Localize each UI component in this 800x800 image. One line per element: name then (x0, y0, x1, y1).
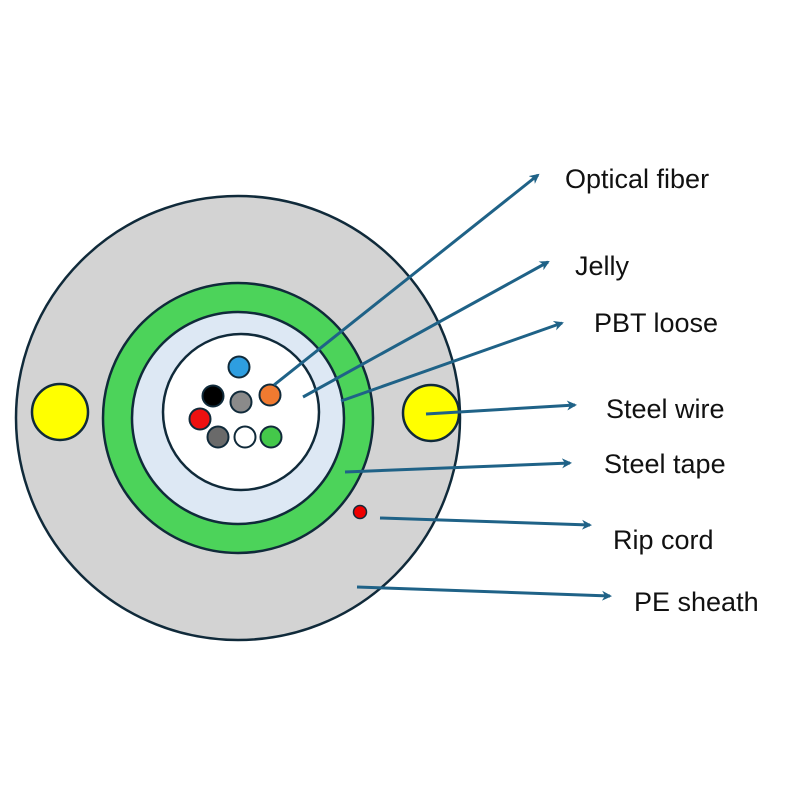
label-optical-fiber: Optical fiber (565, 164, 710, 194)
label-rip-cord: Rip cord (613, 525, 714, 555)
optical-fiber-4 (258, 383, 282, 407)
label-pe-sheath: PE sheath (634, 587, 759, 617)
arrow-steel-wire (425, 400, 577, 416)
steel-wire-left (30, 382, 90, 442)
optical-fiber-6 (206, 425, 230, 449)
label-steel-wire: Steel wire (606, 394, 725, 424)
optical-fiber-8 (259, 425, 283, 449)
arrows (273, 173, 612, 601)
arrow-pe-sheath (356, 585, 612, 601)
optical-fiber-3 (229, 390, 253, 414)
optical-fiber-7 (233, 425, 257, 449)
optical-fibers (188, 355, 283, 449)
label-pbt-loose: PBT loose (594, 308, 719, 338)
rip-cord (352, 504, 368, 520)
arrow-jelly (302, 260, 550, 399)
optical-fiber-1 (227, 355, 251, 379)
label-jelly: Jelly (575, 251, 630, 281)
optical-fiber-2 (201, 384, 225, 408)
label-steel-tape: Steel tape (604, 449, 726, 479)
arrow-rip-cord (379, 516, 592, 530)
arrow-pbt-loose (340, 320, 564, 403)
arrow-optical-fiber (273, 173, 540, 387)
arrow-steel-tape (344, 458, 572, 474)
optical-fiber-5 (188, 407, 212, 431)
